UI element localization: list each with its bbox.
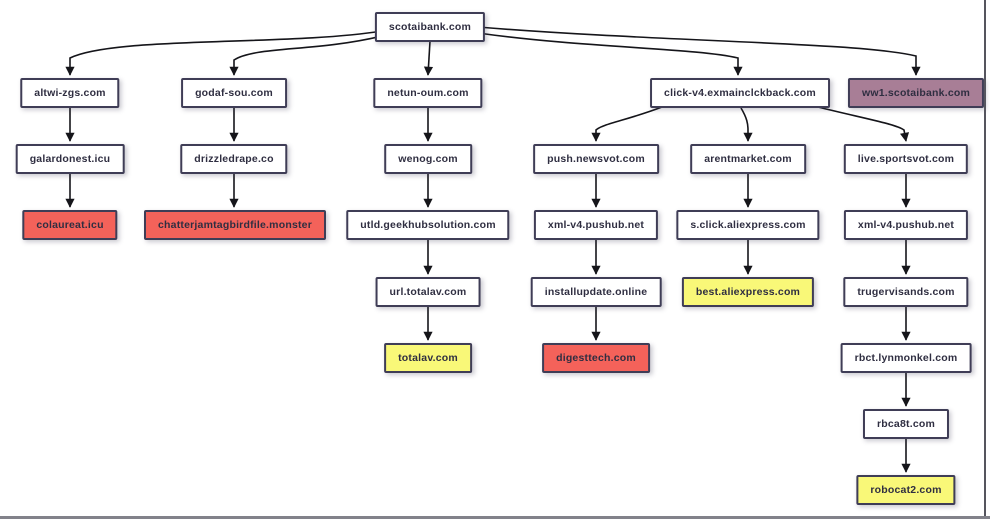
viewport-bottom-border xyxy=(0,516,990,519)
node-push-newsvot-com[interactable]: push.newsvot.com xyxy=(533,144,659,174)
node-installupdate-online[interactable]: installupdate.online xyxy=(530,277,662,307)
edge-clickv4-push xyxy=(591,106,663,142)
node-robocat2-com[interactable]: robocat2.com xyxy=(856,475,956,505)
node-rbca8t-com[interactable]: rbca8t.com xyxy=(862,409,950,439)
node-galardonest-icu[interactable]: galardonest.icu xyxy=(15,144,125,174)
node-chatterjamtagbirdfile-monster[interactable]: chatterjamtagbirdfile.monster xyxy=(144,210,326,240)
node-netun-oum-com[interactable]: netun-oum.com xyxy=(373,78,483,108)
node-xml-v4-pushub-net-1[interactable]: xml-v4.pushub.net xyxy=(533,210,659,240)
node-godaf-sou-com[interactable]: godaf-sou.com xyxy=(181,78,287,108)
node-wenog-com[interactable]: wenog.com xyxy=(384,144,472,174)
node-url-totalav-com[interactable]: url.totalav.com xyxy=(375,277,481,307)
node-best-aliexpress-com[interactable]: best.aliexpress.com xyxy=(681,277,815,307)
node-utld-geekhubsolution-com[interactable]: utld.geekhubsolution.com xyxy=(346,210,510,240)
node-drizzledrape-co[interactable]: drizzledrape.co xyxy=(180,144,288,174)
node-ww1-scotaibank-com[interactable]: ww1.scotaibank.com xyxy=(847,78,985,108)
node-arentmarket-com[interactable]: arentmarket.com xyxy=(690,144,806,174)
node-altwi-zgs-com[interactable]: altwi-zgs.com xyxy=(20,78,120,108)
node-xml-v4-pushub-net-2[interactable]: xml-v4.pushub.net xyxy=(843,210,969,240)
node-totalav-com[interactable]: totalav.com xyxy=(384,343,472,373)
edge-root-clickv4 xyxy=(477,32,743,76)
node-trugervisands-com[interactable]: trugervisands.com xyxy=(843,277,969,307)
edge-root-godaf xyxy=(229,35,383,76)
node-digesttech-com[interactable]: digesttech.com xyxy=(542,343,650,373)
node-scotaibank-com[interactable]: scotaibank.com xyxy=(374,12,486,42)
node-live-sportsvot-com[interactable]: live.sportsvot.com xyxy=(843,144,969,174)
edge-root-ww1 xyxy=(477,26,921,76)
node-rbct-lynmonkel-com[interactable]: rbct.lynmonkel.com xyxy=(840,343,972,373)
edge-root-altwi xyxy=(65,30,383,76)
edge-clickv4-live xyxy=(817,106,910,142)
node-click-v4-exmainclckback-com[interactable]: click-v4.exmainclckback.com xyxy=(650,78,830,108)
edge-root-netun xyxy=(423,40,434,76)
node-colaureat-icu[interactable]: colaureat.icu xyxy=(22,210,118,240)
node-s-click-aliexpress-com[interactable]: s.click.aliexpress.com xyxy=(676,210,820,240)
viewport-right-border xyxy=(984,0,986,518)
edge-clickv4-arent xyxy=(740,107,753,142)
